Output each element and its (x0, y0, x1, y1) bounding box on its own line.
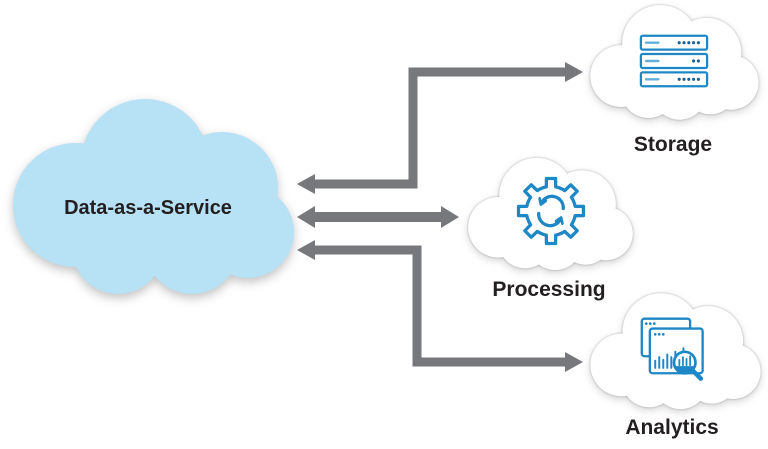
connector-storage-line (312, 67, 567, 189)
arrowhead-to-daas-bottom (297, 240, 315, 260)
arrowhead-to-daas-middle (297, 206, 315, 228)
storage-cloud-shape (590, 5, 759, 120)
arrowhead-to-analytics (565, 352, 583, 372)
gear-sync-icon (516, 176, 586, 246)
sync-arrow-bottom (537, 211, 561, 228)
server-dashes (644, 41, 660, 81)
analytics-windows (640, 317, 704, 381)
main-cloud-bump (72, 202, 164, 294)
gear-outline (516, 176, 586, 246)
processing-cloud (468, 157, 633, 271)
sync-arrow-top (541, 194, 565, 211)
chart-magnifier-icon (640, 317, 704, 381)
arrowhead-to-processing (441, 206, 459, 228)
connector-processing (297, 206, 459, 228)
magnifier-handle (691, 368, 704, 381)
lens-content (674, 355, 696, 374)
connector-storage (297, 62, 583, 194)
processing-label: Processing (492, 278, 605, 301)
processing-cloud-shape (468, 157, 633, 271)
arrowhead-to-storage (565, 62, 583, 82)
storage-label: Storage (634, 133, 712, 156)
main-cloud-label: Data-as-a-Service (64, 197, 232, 219)
connector-analytics (297, 240, 583, 372)
main-cloud-bump (145, 200, 239, 294)
analytics-label: Analytics (625, 416, 718, 439)
connector-analytics-line (312, 245, 567, 367)
main-cloud (13, 99, 294, 294)
storage-cloud (590, 5, 759, 120)
server-stack-icon (639, 34, 709, 88)
arrowhead-to-daas-top (297, 174, 315, 194)
server-leds (677, 41, 700, 81)
server-rows (639, 34, 709, 88)
